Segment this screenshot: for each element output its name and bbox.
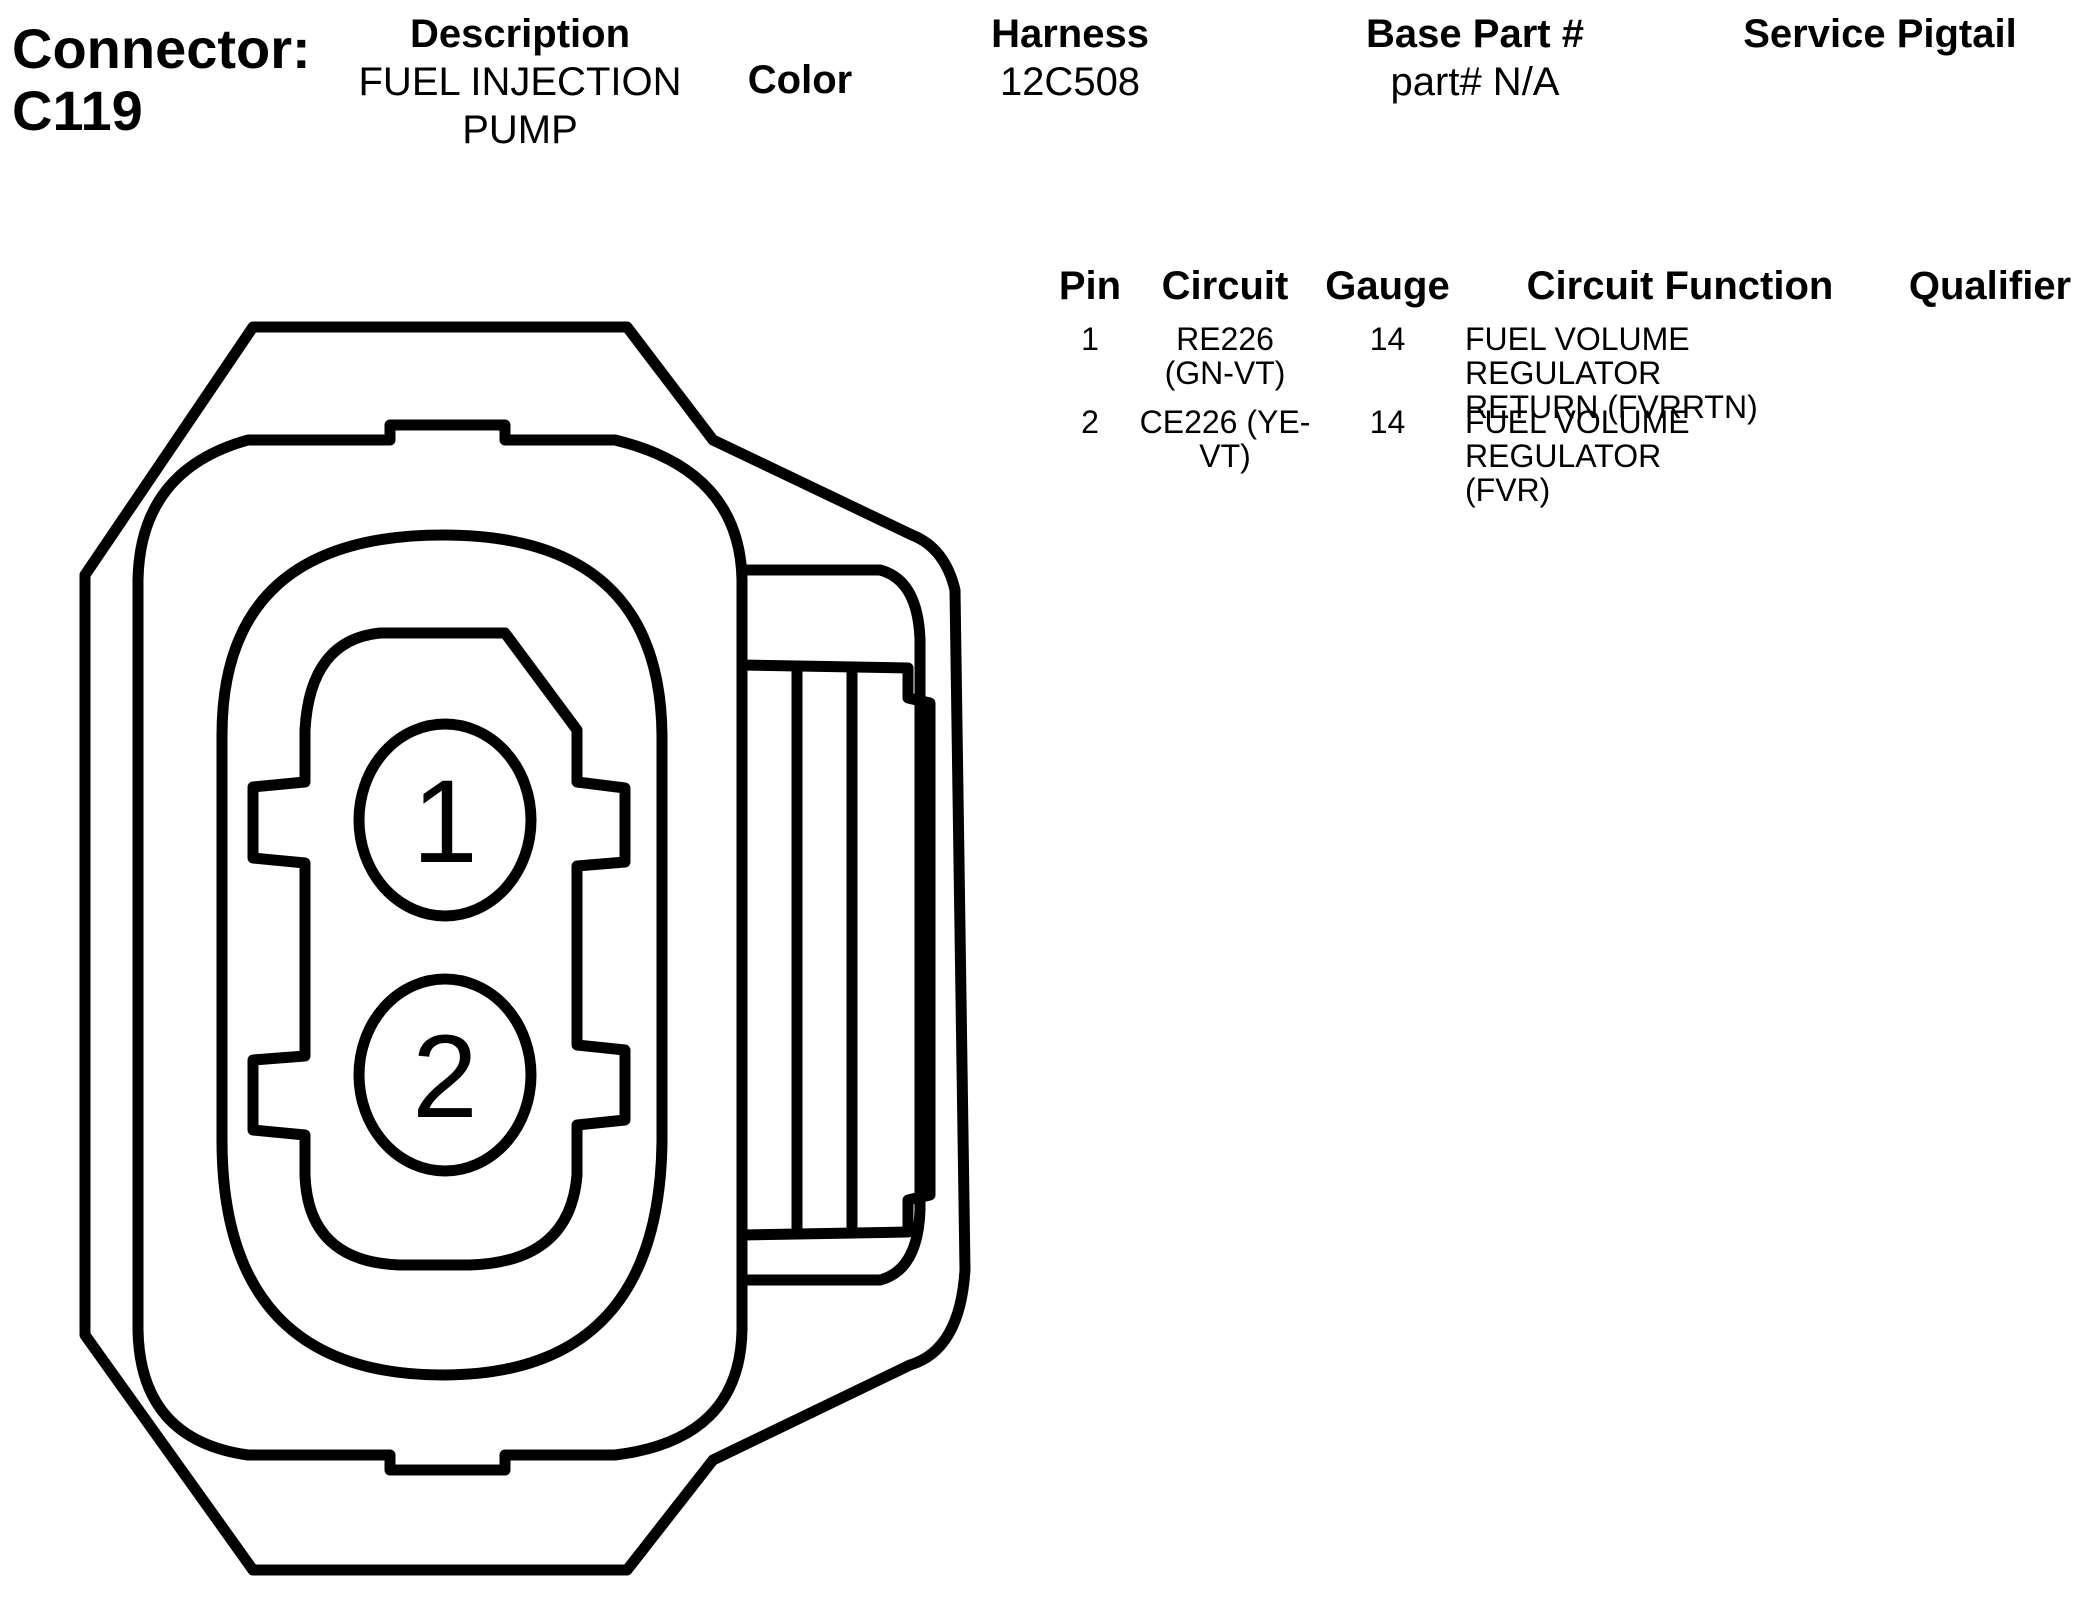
description-label: Description — [409, 12, 631, 56]
description-value-line2: PUMP — [462, 108, 578, 152]
base-part-value: part# N/A — [1390, 60, 1560, 104]
harness-value: 12C508 — [999, 60, 1141, 104]
circuit-cell: CE226 (YE- VT) — [1130, 405, 1320, 473]
inner-cavity — [216, 529, 668, 1381]
pin-1-cavity — [353, 718, 537, 922]
column-header-circuit-function: Circuit Function — [1526, 264, 1834, 308]
harness-label: Harness — [991, 12, 1149, 56]
circuit-function-cell: FUEL VOLUME REGULATOR (FVR) — [1465, 405, 1885, 507]
pin-2-label: 2 — [412, 1011, 478, 1143]
color-field: Color — [720, 56, 880, 104]
description-value-line1: FUEL INJECTION — [358, 60, 682, 104]
pin-1-label: 1 — [412, 756, 478, 888]
latch-frame — [736, 564, 926, 1286]
column-header-circuit: Circuit — [1161, 264, 1289, 308]
pin-number: 1 — [1081, 321, 1099, 357]
inner-shell — [132, 419, 748, 1476]
circuit-function-cell: FUEL VOLUME REGULATOR RETURN (FVRRTN) — [1465, 322, 1885, 424]
outer-housing — [79, 321, 971, 1576]
connector-id: C119 — [12, 79, 143, 142]
circuit-line2: VT) — [1199, 438, 1251, 474]
latch-body — [736, 659, 936, 1241]
gauge-cell: 14 — [1369, 321, 1406, 357]
base-part-label: Base Part # — [1366, 12, 1584, 56]
base-part-field: Base Part # part# N/A — [1340, 10, 1610, 106]
function-line1: FUEL VOLUME REGULATOR — [1465, 321, 1690, 391]
connector-label: Connector: — [12, 17, 311, 80]
description-field: Description FUEL INJECTION PUMP — [345, 10, 695, 154]
color-label: Color — [747, 58, 853, 102]
pin-2-cavity — [353, 973, 537, 1177]
circuit-line1: RE226 — [1176, 321, 1274, 357]
connector-title: Connector: C119 — [12, 18, 311, 142]
harness-field: Harness 12C508 — [940, 10, 1200, 106]
function-line2: (FVR) — [1465, 472, 1551, 508]
pin-number: 2 — [1081, 404, 1099, 440]
gauge-cell: 14 — [1369, 404, 1406, 440]
function-line1: FUEL VOLUME REGULATOR — [1465, 404, 1690, 474]
circuit-line2: (GN-VT) — [1164, 355, 1286, 391]
service-pigtail-field: Service Pigtail — [1720, 10, 2040, 58]
column-header-qualifier: Qualifier — [1908, 264, 2072, 308]
circuit-line1: CE226 (YE- — [1139, 404, 1311, 440]
column-header-pin: Pin — [1058, 264, 1122, 308]
terminal-body — [247, 627, 631, 1271]
service-pigtail-label: Service Pigtail — [1743, 12, 2017, 56]
column-header-gauge: Gauge — [1325, 264, 1450, 308]
function-line2: RETURN (FVRRTN) — [1465, 389, 1758, 425]
circuit-cell: RE226 (GN-VT) — [1130, 322, 1320, 390]
